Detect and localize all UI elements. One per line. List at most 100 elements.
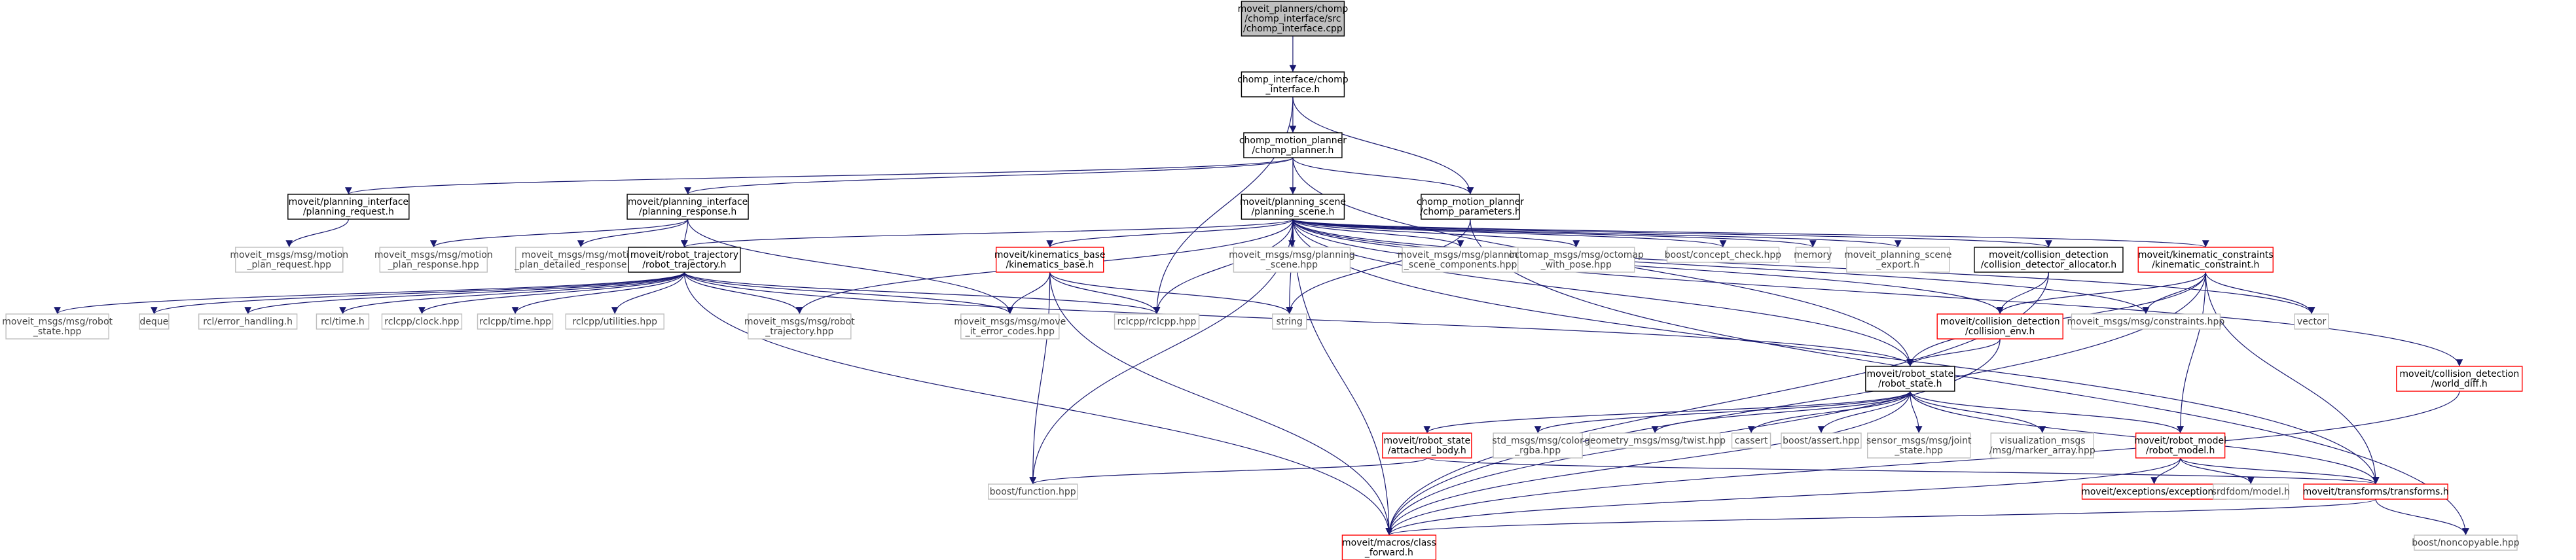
node-label-line: _state.hpp [1894, 446, 1943, 456]
edge-pires-to-mres [430, 219, 689, 248]
node-cmp[interactable]: chomp_motion_planner/chomp_planner.h [1239, 132, 1347, 158]
node-label-line: moveit/robot_trajectory [630, 250, 738, 260]
node-mrt: moveit_msgs/msg/robot_trajectory.hpp [744, 313, 855, 340]
node-cda[interactable]: moveit/collision_detection/collision_det… [1974, 247, 2124, 273]
node-root[interactable]: moveit_planners/chomp/chomp_interface/sr… [1238, 1, 1349, 37]
edge-ps-to-rt [681, 219, 1294, 248]
node-label-line: vector [2297, 317, 2327, 327]
node-label-line: _plan_request.hpp [246, 260, 331, 270]
node-label-line: moveit_msgs/msg/motion [374, 250, 493, 260]
node-box [1341, 534, 1437, 560]
edge-cpar-to-string [1286, 219, 1471, 315]
node-label-line: moveit/robot_state [1867, 369, 1954, 379]
node-rcltime: rcl/time.h [316, 313, 370, 330]
node-label-line: /chomp_interface.cpp [1243, 24, 1343, 34]
edge-kc-to-cenv [1996, 271, 2206, 315]
node-label-line: /attached_body.h [1388, 446, 1466, 456]
dependency-edges [54, 36, 2469, 536]
edge-kc-to-mcons [2142, 271, 2206, 315]
node-label-line: moveit_planning_scene [1844, 250, 1951, 260]
edge-rm-to-macros [1385, 457, 2181, 536]
node-deque: deque [139, 313, 170, 330]
edge-ps-to-psexp [1292, 219, 1902, 248]
node-label-line: _with_pose.hpp [1540, 260, 1612, 270]
edge-rs-to-color [1534, 391, 1911, 434]
node-label-line: rclcpp/utilities.hpp [572, 317, 657, 327]
node-box [748, 313, 852, 340]
node-label-line: moveit_msgs/msg/constraints.hpp [2067, 317, 2225, 327]
node-bfunc: boost/function.hpp [988, 483, 1078, 500]
edge-kb-to-rclcpp [1049, 271, 1161, 315]
node-ci[interactable]: chomp_interface/chomp_interface.h [1237, 71, 1349, 97]
node-cpar[interactable]: chomp_motion_planner/chomp_parameters.h [1417, 194, 1524, 220]
node-box [995, 247, 1104, 273]
edge-kc-to-rm [2177, 271, 2206, 434]
node-label-line: chomp_motion_planner [1417, 197, 1524, 207]
edge-pires-to-rt [680, 219, 689, 248]
node-label-line: /chomp_interface/src [1244, 14, 1341, 24]
node-label-line: moveit_msgs/msg/robot [2, 317, 113, 327]
node-box [1421, 194, 1520, 220]
node-bcc: boost/concept_check.hpp [1665, 247, 1781, 263]
node-marker: visualization_msgs/msg/marker_array.hpp [1989, 432, 2095, 459]
node-kc[interactable]: moveit/kinematic_constraints/kinematic_c… [2137, 247, 2274, 273]
node-label-line: /kinematic_constraint.h [2152, 260, 2259, 270]
node-box [198, 313, 298, 330]
node-label-line: /planning_scene.h [1251, 207, 1334, 217]
node-mres: moveit_msgs/msg/motion_plan_response.hpp [374, 247, 493, 273]
edge-ps-to-rclcpp [1153, 219, 1294, 315]
edge-kb-to-mmec [1006, 271, 1051, 315]
node-box [477, 313, 554, 330]
node-psexp: moveit_planning_scene_export.h [1844, 247, 1951, 273]
edge-ps-to-cda [1292, 219, 2052, 248]
node-mdet: moveit_msgs/msg/motion_plan_detailed_res… [514, 247, 647, 273]
node-label-line: _trajectory.hpp [765, 326, 833, 337]
edge-pires-to-mdet [577, 219, 689, 248]
edge-ps-to-bcc [1292, 219, 1727, 248]
node-label-line: moveit/exceptions/exceptions.h [2081, 487, 2227, 497]
node-label-line: moveit_msgs/msg/planning [1398, 250, 1524, 260]
node-label-line: /robot_model.h [2146, 446, 2215, 456]
node-box [988, 483, 1078, 500]
node-cenv[interactable]: moveit/collision_detection/collision_env… [1936, 313, 2063, 340]
node-label-line: _plan_response.hpp [388, 260, 479, 270]
node-label-line: moveit/planning_interface [628, 197, 748, 207]
node-box [2303, 483, 2448, 500]
node-label-line: moveit_msgs/msg/motion [522, 250, 640, 260]
node-kb[interactable]: moveit/kinematics_base/kinematics_base.h [994, 247, 1106, 273]
node-rs[interactable]: moveit/robot_state/robot_state.h [1865, 366, 1955, 392]
node-ab[interactable]: moveit/robot_state/attached_body.h [1382, 432, 1472, 459]
node-label-line: /robot_state.h [1878, 379, 1942, 389]
node-box [1589, 432, 1721, 449]
edge-rs-to-joint [1910, 391, 1923, 434]
edge-rt-to-macros [683, 271, 1393, 536]
edge-ps-to-wdiff [1292, 219, 2463, 367]
node-label-line: /msg/marker_array.hpp [1989, 446, 2095, 456]
node-tf[interactable]: moveit/transforms/transforms.h [2303, 483, 2449, 500]
node-mpscc: moveit_msgs/msg/planning_scene_component… [1398, 247, 1524, 273]
node-mrs: moveit_msgs/msg/robot_state.hpp [2, 313, 113, 340]
node-label-line: _scene.hpp [1265, 260, 1318, 270]
node-label-line: srdfdom/model.h [2212, 487, 2290, 497]
edge-tf-to-macros [1386, 499, 2376, 536]
node-label-line: boost/noncopyable.hpp [2412, 538, 2519, 548]
node-rt[interactable]: moveit/robot_trajectory/robot_trajectory… [628, 247, 741, 273]
node-wdiff[interactable]: moveit/collision_detection/world_diff.h [2396, 366, 2523, 392]
node-pireq[interactable]: moveit/planning_interface/planning_reque… [287, 194, 410, 220]
node-macros[interactable]: moveit/macros/class_forward.h [1341, 534, 1437, 560]
node-exc[interactable]: moveit/exceptions/exceptions.h [2081, 483, 2227, 500]
node-box [1865, 366, 1955, 392]
node-box [565, 313, 664, 330]
node-box [1493, 432, 1583, 459]
node-rm[interactable]: moveit/robot_model/robot_model.h [2134, 432, 2226, 459]
node-label-line: deque [139, 317, 168, 327]
node-srdf: srdfdom/model.h [2212, 483, 2290, 500]
edge-rs-to-ab [1423, 391, 1911, 434]
node-ps[interactable]: moveit/planning_scene/planning_scene.h [1240, 194, 1346, 220]
node-box [2213, 483, 2289, 500]
node-pires[interactable]: moveit/planning_interface/planning_respo… [626, 194, 749, 220]
node-label-line: moveit_planners/chomp [1238, 4, 1349, 14]
node-box [628, 247, 741, 273]
node-label-line: moveit/planning_interface [289, 197, 408, 207]
